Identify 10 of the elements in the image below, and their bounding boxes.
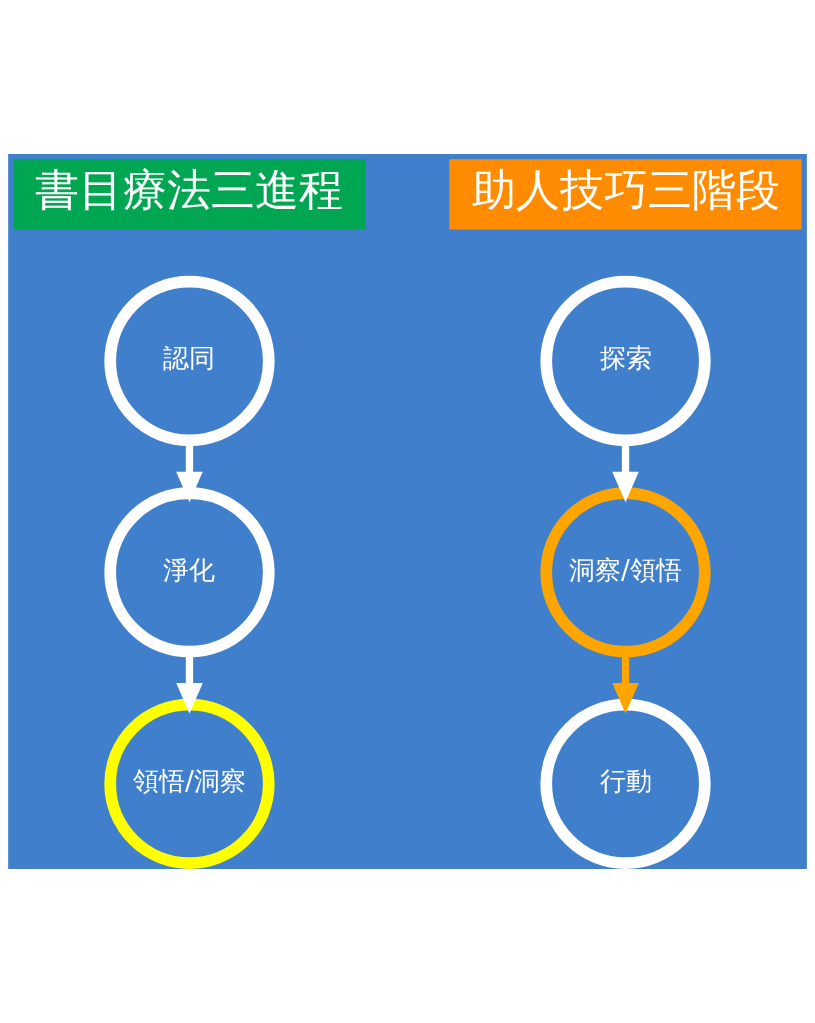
node-box: 書目療法三進程	[13, 159, 366, 230]
node-circle: 洞察/領悟	[540, 487, 711, 658]
node-circle: 領悟/洞察	[104, 698, 275, 869]
node-box: 助人技巧三階段	[449, 159, 802, 230]
node-circle: 淨化	[104, 487, 275, 658]
arrow	[612, 440, 639, 503]
arrow	[176, 440, 203, 503]
node-circle: 探索	[540, 275, 711, 447]
node-circle: 行動	[540, 698, 711, 869]
node-circle: 認同	[104, 275, 275, 447]
